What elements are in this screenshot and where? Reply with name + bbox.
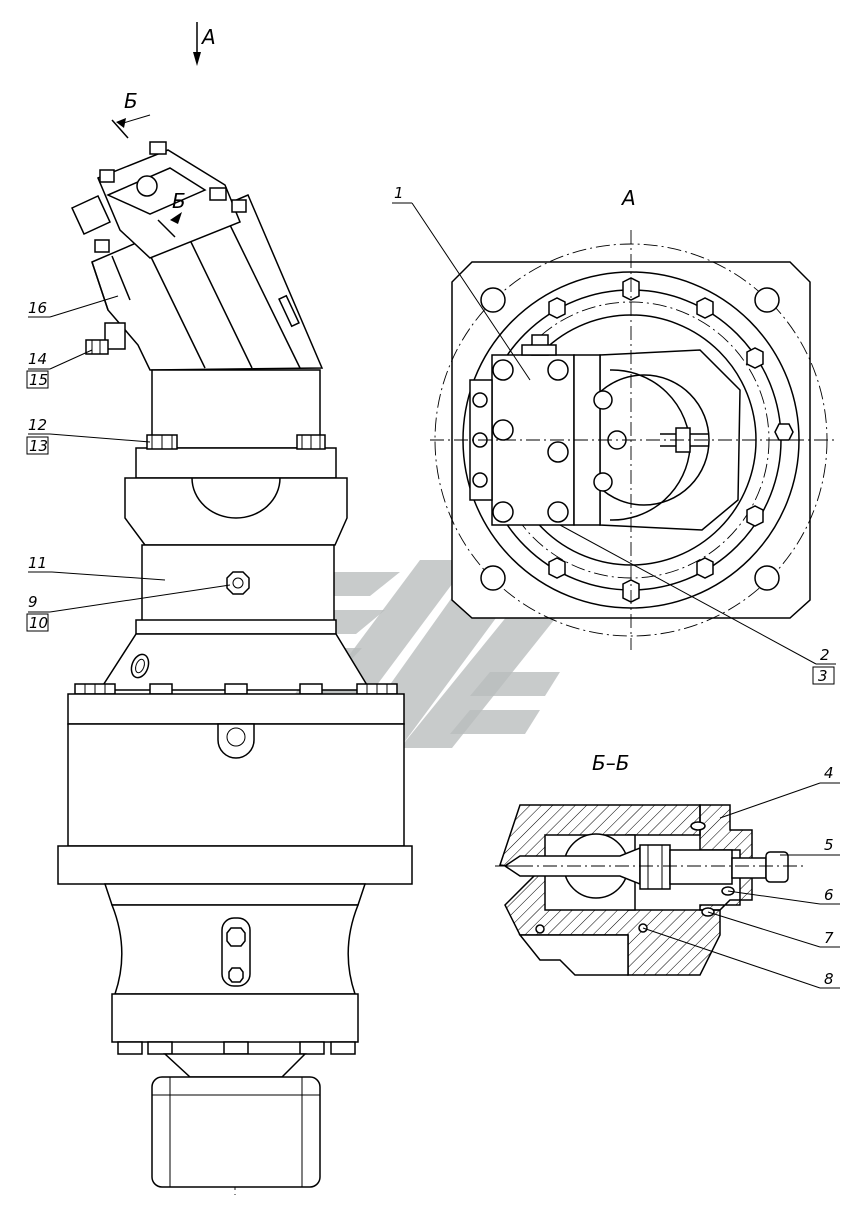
svg-text:9: 9 <box>28 593 38 611</box>
callout-7: 7 <box>707 911 840 948</box>
svg-text:6: 6 <box>824 886 834 904</box>
svg-text:1: 1 <box>394 184 404 202</box>
callout-16: 16 <box>28 295 119 318</box>
svg-text:15: 15 <box>29 371 48 389</box>
svg-text:7: 7 <box>824 929 834 947</box>
callout-14-15: 14 15 <box>26 349 93 389</box>
section-mark-b-label: Б <box>124 89 138 113</box>
adapter-housing <box>135 369 337 479</box>
svg-text:3: 3 <box>818 667 828 685</box>
callout-5: 5 <box>780 836 840 856</box>
callout-4: 4 <box>719 764 840 819</box>
section-b-b: Б–Б 4 5 <box>495 751 840 989</box>
callout-8: 8 <box>642 927 840 989</box>
view-arrow-a: А <box>193 22 216 66</box>
section-mark-b: Б Б <box>111 89 186 238</box>
view-arrow-a-label: А <box>200 25 216 49</box>
svg-text:12: 12 <box>28 416 47 434</box>
svg-text:16: 16 <box>28 299 47 317</box>
svg-text:2: 2 <box>820 646 830 664</box>
svg-text:8: 8 <box>824 970 834 988</box>
callout-2-3: 2 3 <box>559 524 836 685</box>
svg-text:11: 11 <box>28 554 47 572</box>
view-a-title: А <box>620 186 636 210</box>
svg-text:4: 4 <box>824 764 834 782</box>
section-b-b-title: Б–Б <box>592 751 629 775</box>
brake-housing <box>98 477 372 691</box>
section-mark-b-label-lower: Б <box>172 189 186 213</box>
hydraulic-motor <box>71 141 324 371</box>
flange-bolts-lower <box>117 1041 356 1055</box>
svg-text:14: 14 <box>28 350 47 368</box>
svg-text:5: 5 <box>824 836 834 854</box>
callout-12-13: 12 13 <box>26 416 151 455</box>
svg-text:10: 10 <box>29 614 48 632</box>
callout-1: 1 <box>392 184 531 381</box>
svg-text:13: 13 <box>29 437 48 455</box>
view-a: А <box>392 184 836 685</box>
callout-11: 11 <box>28 554 166 581</box>
flange-bolts-upper <box>74 683 398 695</box>
output-shaft <box>151 1053 321 1188</box>
main-elevation-view: А Б Б 16 14 15 12 <box>26 22 413 1195</box>
callout-9-10: 9 10 <box>26 584 231 632</box>
planetary-gearbox <box>57 693 413 1043</box>
callout-6: 6 <box>727 886 840 905</box>
